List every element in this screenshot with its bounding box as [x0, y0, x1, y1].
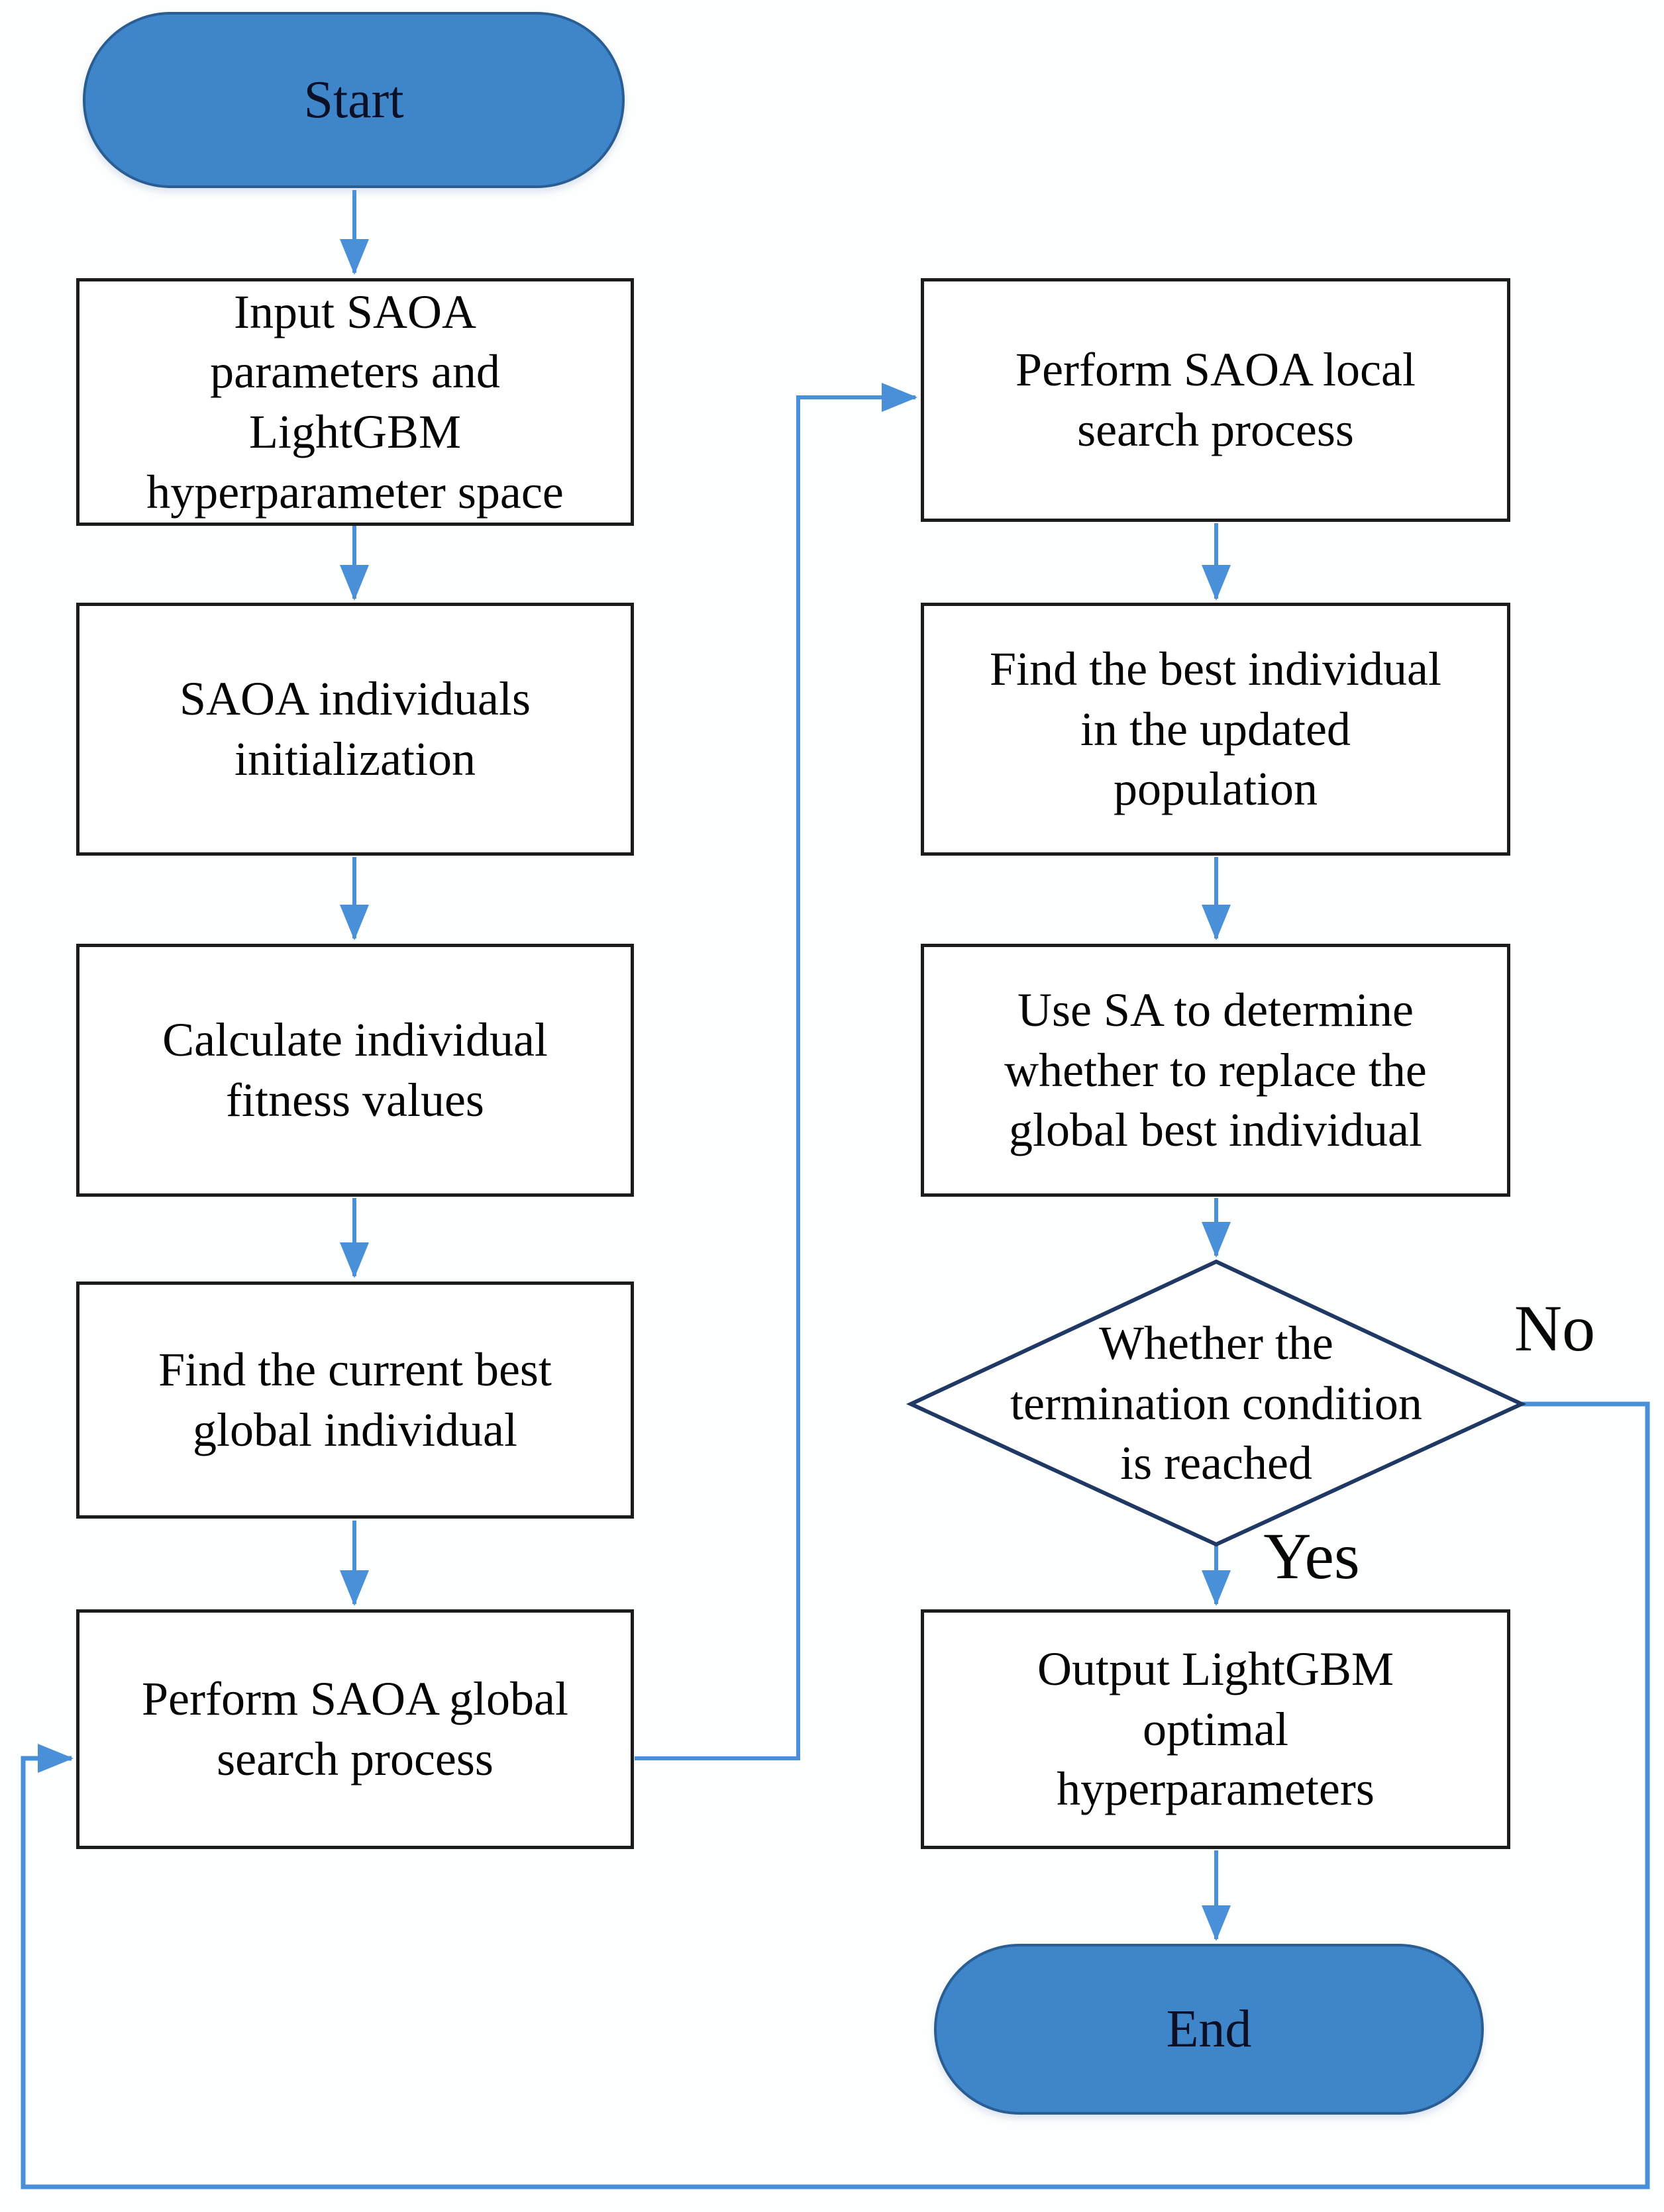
node-global-search-label: Perform SAOA global search process — [142, 1672, 568, 1785]
node-end: End — [934, 1944, 1484, 2115]
node-input-params-label: Input SAOA parameters and LightGBM hyper… — [146, 285, 564, 519]
node-start: Start — [83, 12, 625, 188]
node-individuals-init-label: SAOA individuals initialization — [179, 672, 531, 785]
node-input-params: Input SAOA parameters and LightGBM hyper… — [76, 278, 634, 526]
node-current-best: Find the current best global individual — [76, 1282, 634, 1519]
node-individuals-init: SAOA individuals initialization — [76, 603, 634, 856]
decision-diamond-shape — [906, 1259, 1527, 1547]
node-current-best-label: Find the current best global individual — [158, 1343, 552, 1456]
node-local-search-label: Perform SAOA local search process — [1015, 343, 1416, 456]
node-global-search: Perform SAOA global search process — [76, 1609, 634, 1849]
node-sa-replace: Use SA to determine whether to replace t… — [921, 944, 1510, 1197]
node-output: Output LightGBM optimal hyperparameters — [921, 1609, 1510, 1849]
node-calc-fitness-label: Calculate individual fitness values — [162, 1013, 548, 1127]
node-start-label: Start — [303, 70, 404, 129]
node-sa-replace-label: Use SA to determine whether to replace t… — [1004, 983, 1427, 1157]
edge-label-no: No — [1514, 1291, 1596, 1365]
edge-label-yes: Yes — [1263, 1519, 1360, 1593]
edge-termination-no-loop — [21, 1401, 1650, 2189]
node-output-label: Output LightGBM optimal hyperparameters — [1037, 1642, 1394, 1816]
node-calc-fitness: Calculate individual fitness values — [76, 944, 634, 1197]
node-best-updated-label: Find the best individual in the updated … — [990, 642, 1441, 816]
node-best-updated: Find the best individual in the updated … — [921, 603, 1510, 856]
node-termination: Whether the termination condition is rea… — [951, 1306, 1481, 1501]
node-local-search: Perform SAOA local search process — [921, 278, 1510, 522]
node-termination-label: Whether the termination condition is rea… — [1010, 1316, 1422, 1490]
edge-globalsearch-to-localsearch — [635, 383, 917, 1760]
node-end-label: End — [1166, 1999, 1252, 2058]
